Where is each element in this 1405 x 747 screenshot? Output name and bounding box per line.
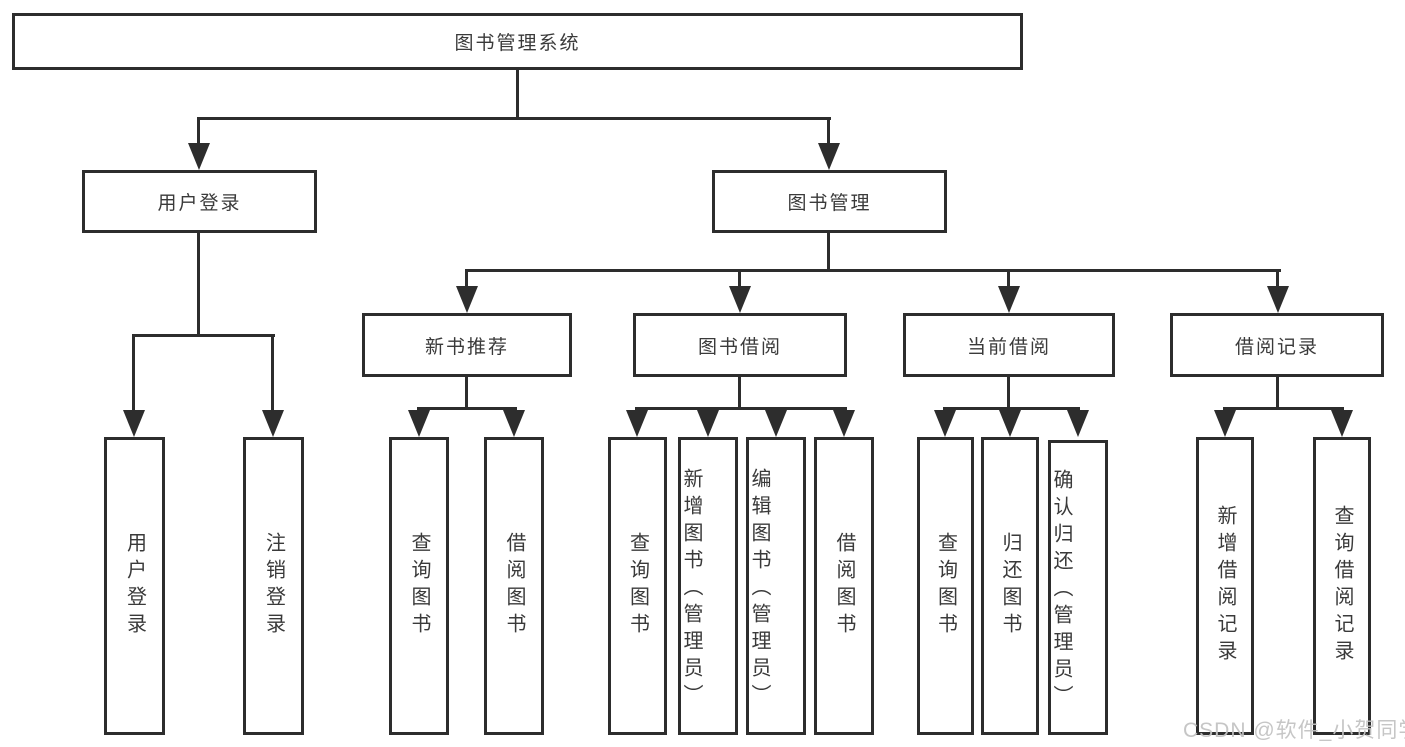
connector-line — [197, 117, 200, 146]
arrowhead-down — [833, 410, 855, 437]
connector-line — [1007, 377, 1010, 409]
arrowhead-down — [123, 410, 145, 437]
arrowhead-down — [1267, 286, 1289, 313]
node-label: 图书管理系统 — [454, 33, 581, 54]
connector-line — [1223, 407, 1344, 410]
connector-line — [1276, 377, 1279, 409]
leaf-label: 查询图书 — [626, 532, 649, 640]
arrowhead-down — [999, 410, 1021, 437]
leaf-label: 查询借阅记录 — [1331, 505, 1353, 667]
arrowhead-down — [818, 143, 840, 170]
node-label: 借阅记录 — [1234, 336, 1319, 358]
leaf-label: 注销登录 — [262, 532, 285, 640]
connector-line — [827, 117, 830, 146]
connector-line — [516, 70, 519, 118]
node-book-borrowing: 图书借阅 — [633, 313, 847, 377]
arrowhead-down — [188, 143, 210, 170]
leaf-borrow-books: 借阅图书 — [814, 437, 874, 735]
connector-line — [738, 377, 741, 409]
connector-line — [271, 334, 274, 413]
arrowhead-down — [1067, 410, 1089, 437]
node-borrowing-records: 借阅记录 — [1170, 313, 1384, 377]
arrowhead-down — [729, 286, 751, 313]
leaf-return-books: 归还图书 — [981, 437, 1039, 735]
connector-line — [1276, 269, 1279, 289]
connector-line — [465, 377, 468, 409]
arrowhead-down — [765, 410, 787, 437]
node-new-book-recommend: 新书推荐 — [362, 313, 572, 377]
arrowhead-down — [1331, 410, 1353, 437]
connector-line — [738, 269, 741, 289]
connector-line — [132, 334, 275, 337]
leaf-label: 用户登录 — [123, 532, 146, 640]
leaf-current-query-books: 查询图书 — [917, 437, 974, 735]
leaf-confirm-return-admin: 确认归还（管理员） — [1048, 440, 1108, 735]
node-library-management-system: 图书管理系统 — [12, 13, 1023, 70]
leaf-edit-books-admin: 编辑图书（管理员） — [746, 437, 806, 735]
connector-line — [465, 269, 1281, 272]
leaf-add-borrow-record: 新增借阅记录 — [1196, 437, 1254, 735]
leaf-user-login: 用户登录 — [104, 437, 165, 735]
arrowhead-down — [626, 410, 648, 437]
connector-line — [197, 233, 200, 337]
leaf-label: 借阅图书 — [833, 532, 855, 640]
leaf-borrow-query-books: 查询图书 — [608, 437, 667, 735]
leaf-recommend-query-books: 查询图书 — [389, 437, 449, 735]
connector-line — [197, 117, 831, 120]
leaf-add-books-admin: 新增图书（管理员） — [678, 437, 738, 735]
node-label: 图书借阅 — [697, 336, 782, 358]
connector-line — [827, 233, 830, 272]
arrowhead-down — [456, 286, 478, 313]
arrowhead-down — [934, 410, 956, 437]
csdn-watermark: CSDN @软件_小贺同学 — [1183, 719, 1405, 742]
node-user-login: 用户登录 — [82, 170, 317, 233]
arrowhead-down — [503, 410, 525, 437]
connector-line — [635, 407, 847, 410]
connector-line — [1007, 269, 1010, 289]
leaf-label: 新增借阅记录 — [1214, 505, 1236, 667]
leaf-label: 查询图书 — [934, 532, 957, 640]
leaf-label: 借阅图书 — [503, 532, 525, 640]
leaf-label: 查询图书 — [408, 532, 430, 640]
connector-line — [465, 269, 468, 289]
connector-line — [417, 407, 517, 410]
leaf-query-borrow-record: 查询借阅记录 — [1313, 437, 1371, 735]
arrowhead-down — [1214, 410, 1236, 437]
arrowhead-down — [697, 410, 719, 437]
leaf-label: 确认归还（管理员） — [1050, 469, 1072, 712]
node-book-management: 图书管理 — [712, 170, 947, 233]
node-current-borrowing: 当前借阅 — [903, 313, 1115, 377]
connector-line — [132, 334, 135, 413]
node-label: 用户登录 — [157, 193, 242, 214]
arrowhead-down — [262, 410, 284, 437]
arrowhead-down — [408, 410, 430, 437]
connector-line — [943, 407, 1080, 410]
leaf-label: 归还图书 — [999, 532, 1021, 640]
node-label: 图书管理 — [787, 193, 872, 214]
leaf-recommend-borrow-books: 借阅图书 — [484, 437, 544, 735]
leaf-logout: 注销登录 — [243, 437, 304, 735]
node-label: 新书推荐 — [424, 336, 509, 358]
leaf-label: 编辑图书（管理员） — [748, 467, 770, 711]
arrowhead-down — [998, 286, 1020, 313]
node-label: 当前借阅 — [966, 336, 1051, 358]
leaf-label: 新增图书（管理员） — [680, 467, 702, 711]
